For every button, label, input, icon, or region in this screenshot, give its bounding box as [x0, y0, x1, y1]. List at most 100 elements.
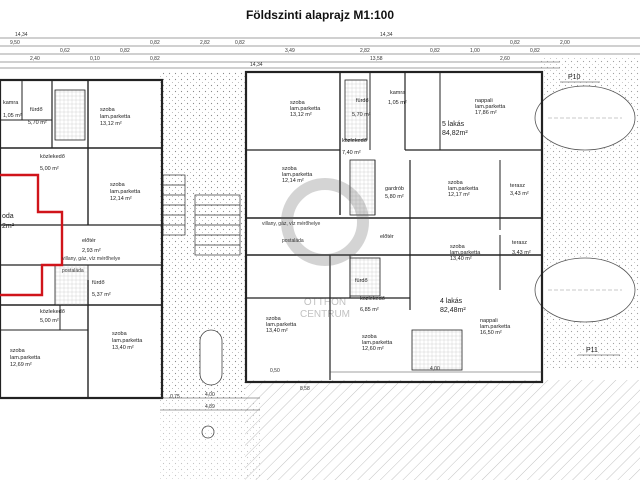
room-floor: lam.parketta: [448, 186, 479, 192]
dimension-lines-top: [0, 37, 640, 69]
room-floor: lam.parketta: [266, 322, 297, 328]
room-name: fürdő: [30, 107, 43, 113]
apartment-label: 4 lakás: [440, 298, 463, 305]
watermark: OTTHON CENTRUM: [281, 178, 369, 320]
dim-label: 2,82: [360, 48, 370, 54]
room-floor: lam.parketta: [450, 250, 481, 256]
room-floor: lam.parketta: [290, 106, 321, 112]
room-area: 1,05 m²: [388, 100, 407, 106]
room-name: kamra: [390, 90, 406, 96]
room-name: kamra: [3, 100, 19, 106]
corridor-post-note: postaláda: [282, 238, 304, 244]
room-name: szoba: [10, 348, 26, 354]
dim-label: 2,40: [30, 56, 40, 62]
room-name: közlekedő: [40, 309, 65, 315]
room-floor: lam.parketta: [10, 355, 41, 361]
room-name: fürdő: [92, 280, 105, 286]
highlight-outline: [0, 173, 64, 297]
room-area: 13,12 m²: [290, 112, 312, 118]
room-area: 16,50 m²: [480, 330, 502, 336]
plan-title: Földszinti alaprajz M1:100: [245, 8, 395, 22]
room-area: 12,14 m²: [110, 196, 132, 202]
building-left: [0, 78, 164, 400]
dim-label: 0,82: [150, 56, 160, 62]
room-name: szoba: [266, 316, 282, 322]
room-area: 5,70 m²: [352, 112, 371, 118]
dim-label: 14,34: [380, 32, 393, 38]
dim-label: 0,82: [235, 40, 245, 46]
room-floor: lam.parketta: [362, 340, 393, 346]
room-name: előtér: [380, 234, 394, 240]
room-name: fürdő: [356, 98, 369, 104]
room-area: 1,05 m²: [3, 113, 22, 119]
dim-label: 2,00: [560, 40, 570, 46]
room-name: nappali: [475, 98, 493, 104]
dim-label: 0,82: [510, 40, 520, 46]
room-name: szoba: [290, 100, 306, 106]
room-area: 2,93 m²: [82, 248, 101, 254]
building-right: [244, 70, 544, 384]
room-name: szoba: [450, 244, 466, 250]
semi-circle-left: [199, 329, 223, 386]
marker-p11: P11: [586, 347, 598, 354]
watermark-line2: CENTRUM: [300, 309, 350, 320]
room-area: 12,60 m²: [362, 346, 384, 352]
dim-label: 14,34: [250, 62, 263, 68]
room-name: szoba: [282, 166, 298, 172]
dim-label: 0,82: [430, 48, 440, 54]
room-area: 3,43 m²: [512, 250, 531, 256]
dim-label: 0,82: [530, 48, 540, 54]
room-area: 3,43 m²: [510, 191, 529, 197]
left-apartment-labels: kamra 1,05 m² fürdő 5,70 m² szoba lam.pa…: [2, 100, 143, 368]
room-area: 5,00 m²: [40, 318, 59, 324]
room-area: 7,40 m²: [342, 150, 361, 156]
room-area: 5,80 m²: [385, 194, 404, 200]
apartment-area: 82,48m²: [440, 307, 466, 314]
room-area: 13,40 m²: [112, 345, 134, 351]
apartment-5-labels: szoba lam.parketta 13,12 m² fürdő 5,70 m…: [282, 90, 529, 200]
dimension-labels-bottom: 4,00 4,00 0,50 8,58 4,89 0,75: [170, 366, 440, 410]
dim-label: 0,10: [90, 56, 100, 62]
marker-p10: P10: [568, 74, 581, 81]
tree-symbol: [201, 425, 215, 439]
room-name: közlekedő: [40, 154, 65, 160]
room-area: 5,00 m²: [40, 166, 59, 172]
room-name: gardrób: [385, 186, 404, 192]
corridor-utility-note: villany, gáz, víz mérőhelye: [262, 221, 320, 227]
watermark-line1: OTTHON: [304, 297, 346, 308]
room-name: terasz: [512, 240, 527, 246]
room-name: terasz: [510, 183, 525, 189]
utility-note: villany, gáz, víz mérőhelye: [62, 256, 120, 262]
dim-label: 0,82: [120, 48, 130, 54]
apartment-area: 84,82m²: [442, 130, 468, 137]
room-area: 12,69 m²: [10, 362, 32, 368]
post-note: postaláda: [62, 268, 84, 274]
dim-label: 4,00: [430, 366, 440, 372]
dim-label: 14,34: [15, 32, 28, 38]
dim-label: 0,75: [170, 394, 180, 400]
room-area: 5,70 m²: [28, 120, 47, 126]
dim-label: 2,82: [200, 40, 210, 46]
apartment-label: 5 lakás: [442, 121, 465, 128]
dim-label: 4,89: [205, 404, 215, 410]
dimension-labels-top: 14,34 9,50 0,82 2,82 0,82 14,34 0,82 2,0…: [10, 32, 570, 68]
room-area: 12,17 m²: [448, 192, 470, 198]
dim-label: 13,58: [370, 56, 383, 62]
room-area: 13,40 m²: [450, 256, 472, 262]
dim-label: 0,50: [270, 368, 280, 374]
room-name: szoba: [110, 182, 126, 188]
room-floor: lam.parketta: [112, 338, 143, 344]
dim-label: 4,00: [205, 392, 215, 398]
dim-label: 1,00: [470, 48, 480, 54]
room-floor: lam.parketta: [475, 104, 506, 110]
paving-area-bottom: [245, 380, 640, 480]
room-name: szoba: [362, 334, 378, 340]
dim-label: 9,50: [10, 40, 20, 46]
dim-label: 0,82: [150, 40, 160, 46]
room-name: oda: [2, 213, 14, 220]
room-name: nappali: [480, 318, 498, 324]
room-floor: lam.parketta: [110, 189, 141, 195]
dimension-lines-bottom: [160, 371, 542, 411]
room-name: közlekedő: [342, 138, 367, 144]
